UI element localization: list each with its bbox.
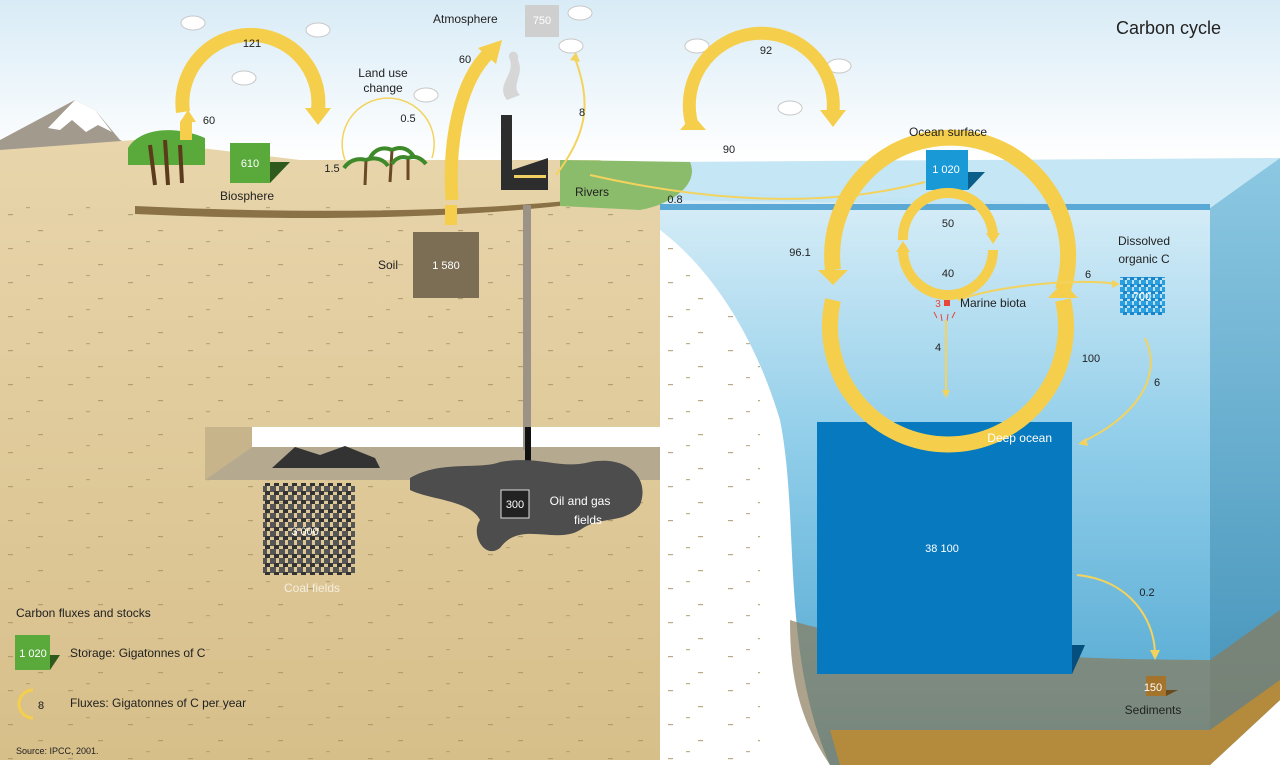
land-use-label-1: Land use bbox=[358, 66, 408, 80]
ocean-side bbox=[1210, 158, 1280, 765]
flux-value: 6 bbox=[1154, 377, 1160, 389]
dissolved-organic-box bbox=[1120, 277, 1165, 315]
flux-value: 8 bbox=[579, 107, 585, 119]
ocean-surface-value: 1 020 bbox=[932, 164, 960, 176]
flux-value: 40 bbox=[942, 268, 954, 280]
sediments-box bbox=[1146, 676, 1166, 696]
palm-trees bbox=[342, 146, 428, 186]
atmosphere-value: 750 bbox=[533, 15, 551, 27]
flux-value: 50 bbox=[942, 218, 954, 230]
land-use-label-2: change bbox=[363, 81, 403, 95]
flux-value: 92 bbox=[760, 45, 772, 57]
flux-value: 96.1 bbox=[789, 247, 810, 259]
legend-title: Carbon fluxes and stocks bbox=[16, 606, 151, 620]
flux-value: 1.5 bbox=[324, 163, 339, 175]
rivers-area bbox=[560, 160, 692, 210]
flux-value: 6 bbox=[1085, 269, 1091, 281]
legend-storage-text: Storage: Gigatonnes of C bbox=[70, 646, 206, 660]
oil-gas-label-1: Oil and gas bbox=[550, 494, 611, 508]
marine-biota-value: 3 bbox=[935, 299, 941, 310]
biosphere-value: 610 bbox=[241, 158, 259, 170]
coal-fields-label: Coal fields bbox=[284, 581, 340, 595]
flux-value: 0.5 bbox=[400, 113, 415, 125]
legend-flux-value: 8 bbox=[38, 700, 44, 712]
source-note: Source: IPCC, 2001. bbox=[16, 746, 99, 756]
dissolved-label-1: Dissolved bbox=[1118, 234, 1170, 248]
soil-label: Soil bbox=[378, 258, 398, 272]
legend-flux-text: Fluxes: Gigatonnes of C per year bbox=[70, 696, 246, 710]
dissolved-label-2: organic C bbox=[1118, 252, 1170, 266]
atmosphere-box bbox=[525, 5, 559, 37]
deep-ocean-value: 38 100 bbox=[925, 543, 959, 555]
flux-value: 100 bbox=[1082, 353, 1100, 365]
oil-gas-label-2: fields bbox=[574, 513, 602, 527]
flux-value: 90 bbox=[723, 144, 735, 156]
flux-value: 0.8 bbox=[667, 194, 682, 206]
dissolved-value: 700 bbox=[1133, 291, 1151, 303]
oil-gas-value: 300 bbox=[506, 499, 524, 511]
marine-biota-label: Marine biota bbox=[960, 296, 1026, 310]
deep-ocean-label: Deep ocean bbox=[987, 431, 1052, 445]
legend-storage-swatch bbox=[15, 635, 50, 670]
coal-heap bbox=[272, 446, 380, 468]
rivers-label: Rivers bbox=[575, 185, 609, 199]
sediments-value: 150 bbox=[1144, 682, 1162, 694]
deep-ocean-box bbox=[817, 422, 1072, 674]
biosphere-box bbox=[230, 143, 270, 183]
flux-value: 60 bbox=[203, 115, 215, 127]
ocean-surface-box bbox=[926, 150, 968, 190]
flux-value: 0.2 bbox=[1139, 587, 1154, 599]
legend-flux-icon bbox=[17, 688, 34, 720]
biosphere-label: Biosphere bbox=[220, 189, 274, 203]
soil-value: 1 580 bbox=[432, 260, 460, 272]
ocean-surface-label: Ocean surface bbox=[909, 125, 987, 139]
factory bbox=[501, 51, 548, 190]
flux-value: 60 bbox=[459, 54, 471, 66]
soil-box bbox=[413, 232, 479, 298]
coal-value: 3 000 bbox=[291, 526, 319, 538]
marine-biota-marker bbox=[944, 300, 950, 306]
legend: Carbon fluxes and stocks 1 020 Storage: … bbox=[15, 606, 246, 720]
diagram-title: Carbon cycle bbox=[1116, 18, 1221, 38]
coal-fields bbox=[263, 483, 355, 575]
flux-value: 4 bbox=[935, 342, 941, 354]
flux-value: 121 bbox=[243, 38, 261, 50]
clouds bbox=[180, 5, 852, 116]
flux-arrows bbox=[175, 26, 1160, 660]
sediments-label: Sediments bbox=[1125, 703, 1182, 717]
atmosphere-label: Atmosphere bbox=[433, 12, 498, 26]
legend-storage-value: 1 020 bbox=[19, 648, 47, 660]
